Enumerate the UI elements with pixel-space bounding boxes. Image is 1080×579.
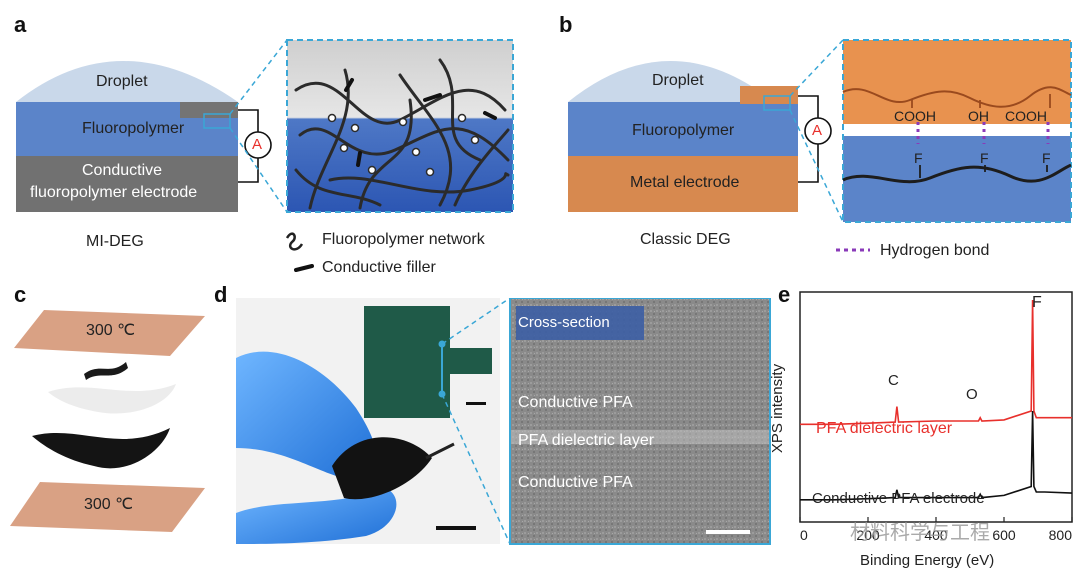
peak-label-o: O bbox=[966, 386, 978, 403]
ammeter-b bbox=[804, 117, 832, 145]
black-film bbox=[32, 428, 170, 469]
droplet-shape-b bbox=[568, 61, 774, 102]
group-oh: OH bbox=[968, 108, 989, 124]
white-film bbox=[48, 384, 176, 414]
fluoropolymer-label-a: Fluoropolymer bbox=[82, 120, 185, 137]
metal-group-stems bbox=[911, 94, 1051, 108]
zoom-line-d-top bbox=[441, 298, 511, 345]
panel-b-letter: b bbox=[559, 12, 573, 37]
network-legend-icon bbox=[285, 232, 304, 251]
zoom-line-b-top bbox=[789, 39, 844, 97]
y-axis-label: XPS intensity bbox=[769, 363, 787, 454]
metal-electrode-layer-b bbox=[568, 156, 798, 212]
sem-layer-conductive-bottom: Conductive PFA bbox=[518, 474, 633, 491]
ammeter-a bbox=[244, 131, 272, 159]
x-tick-label-600: 600 bbox=[992, 527, 1016, 543]
panel-d-letter: d bbox=[214, 282, 228, 307]
rolled-black-film bbox=[332, 437, 432, 500]
sem-layer-conductive-top: Conductive PFA bbox=[518, 394, 633, 411]
electrode-label-a-line1: Conductive bbox=[82, 162, 163, 179]
sem-frame bbox=[509, 298, 771, 545]
scale-bar-photo bbox=[436, 526, 476, 530]
temp-label-bottom: 300 ℃ bbox=[84, 496, 134, 513]
zoom-line-b-bottom bbox=[789, 109, 844, 223]
panel-c-letter: c bbox=[14, 282, 27, 307]
fluoropolymer-label-b: Fluoropolymer bbox=[632, 122, 735, 139]
x-axis-label: Binding Energy (eV) bbox=[860, 552, 995, 569]
zoom-box-b bbox=[842, 39, 1072, 223]
polymer-chain bbox=[842, 163, 1072, 184]
dielectric-band bbox=[510, 430, 770, 444]
circuit-wire-b bbox=[798, 95, 819, 183]
ammeter-label-b: A bbox=[812, 122, 823, 139]
scale-bar-inset bbox=[466, 402, 486, 405]
ammeter-label-a: A bbox=[252, 136, 263, 153]
series-line-pfa-dielectric bbox=[800, 299, 1072, 426]
caption-mi-deg: MI-DEG bbox=[86, 233, 144, 250]
sem-layer-dielectric: PFA dielectric layer bbox=[518, 432, 655, 449]
panel-d-figure bbox=[236, 298, 771, 545]
group-cooh-2: COOH bbox=[1005, 108, 1047, 124]
panel-e-letter: e bbox=[778, 282, 791, 307]
zoom-box-a bbox=[286, 39, 514, 213]
droplet-shape-a bbox=[16, 61, 238, 102]
polymer-f-stems bbox=[919, 165, 1048, 178]
network-nodes bbox=[327, 113, 480, 177]
xps-chart: 0 200 400 600 800 bbox=[799, 291, 1073, 543]
panel-b-figure bbox=[568, 39, 1072, 252]
top-electrode-b bbox=[740, 86, 798, 104]
panel-a-figure bbox=[16, 39, 514, 272]
zoom-line-d-bottom bbox=[441, 393, 511, 545]
cross-section-label: Cross-section bbox=[518, 314, 610, 331]
metal-chain bbox=[842, 86, 1072, 108]
panel-c-figure bbox=[10, 310, 205, 532]
electrode-label-a-line2: fluoropolymer electrode bbox=[30, 184, 198, 201]
f-label-2: F bbox=[980, 150, 989, 166]
film-wire bbox=[425, 442, 455, 460]
peak-label-f: F bbox=[1032, 294, 1042, 311]
metal-electrode-label: Metal electrode bbox=[630, 174, 740, 191]
series-label-red: PFA dielectric layer bbox=[816, 420, 953, 437]
peak-label-c: C bbox=[888, 372, 899, 389]
glove-finger-top bbox=[236, 351, 377, 480]
conductive-filler-pieces bbox=[344, 78, 497, 167]
fluoropolymer-layer-b bbox=[568, 102, 798, 156]
caption-classic-deg: Classic DEG bbox=[640, 231, 731, 248]
zoom-marker-b bbox=[763, 95, 791, 111]
f-label-3: F bbox=[1042, 150, 1051, 166]
legend-hbond-label: Hydrogen bond bbox=[880, 242, 990, 259]
f-label-1: F bbox=[914, 150, 923, 166]
watermark-text: 材料科学与工程 bbox=[850, 522, 990, 544]
green-film-tab bbox=[436, 348, 492, 374]
zoom-gap-region bbox=[843, 124, 1071, 136]
filler-sheet-small bbox=[84, 362, 128, 380]
droplet-label-a: Droplet bbox=[96, 73, 148, 90]
legend-network-label: Fluoropolymer network bbox=[322, 231, 485, 248]
green-film bbox=[364, 306, 450, 418]
x-tick-label-400: 400 bbox=[924, 527, 948, 543]
scale-bar-sem bbox=[706, 530, 750, 534]
x-tick-label-200: 200 bbox=[856, 527, 880, 543]
zoom-metal-region bbox=[843, 40, 1071, 124]
cross-section-tag bbox=[516, 306, 644, 340]
copper-plate-bottom bbox=[10, 482, 205, 532]
zoom-marker-a bbox=[203, 113, 231, 129]
series-label-black: Conductive PFA electrode bbox=[812, 490, 985, 507]
filler-legend-icon bbox=[294, 264, 314, 272]
copper-plate-top bbox=[14, 310, 205, 356]
panel-a-letter: a bbox=[14, 12, 27, 37]
x-tick-label-800: 800 bbox=[1049, 527, 1073, 543]
group-cooh-1: COOH bbox=[894, 108, 936, 124]
glove-finger-bottom bbox=[236, 488, 397, 544]
zoom-line-a-top bbox=[229, 39, 288, 115]
temp-label-top: 300 ℃ bbox=[86, 322, 136, 339]
circuit-wire-a bbox=[238, 109, 259, 183]
legend-filler-label: Conductive filler bbox=[322, 259, 436, 276]
x-tick-label-0: 0 bbox=[800, 527, 808, 543]
conductive-electrode-layer-a bbox=[16, 156, 238, 212]
droplet-label-b: Droplet bbox=[652, 72, 704, 89]
series-line-conductive-pfa bbox=[800, 410, 1073, 501]
zoom-line-a-bottom bbox=[229, 127, 288, 213]
